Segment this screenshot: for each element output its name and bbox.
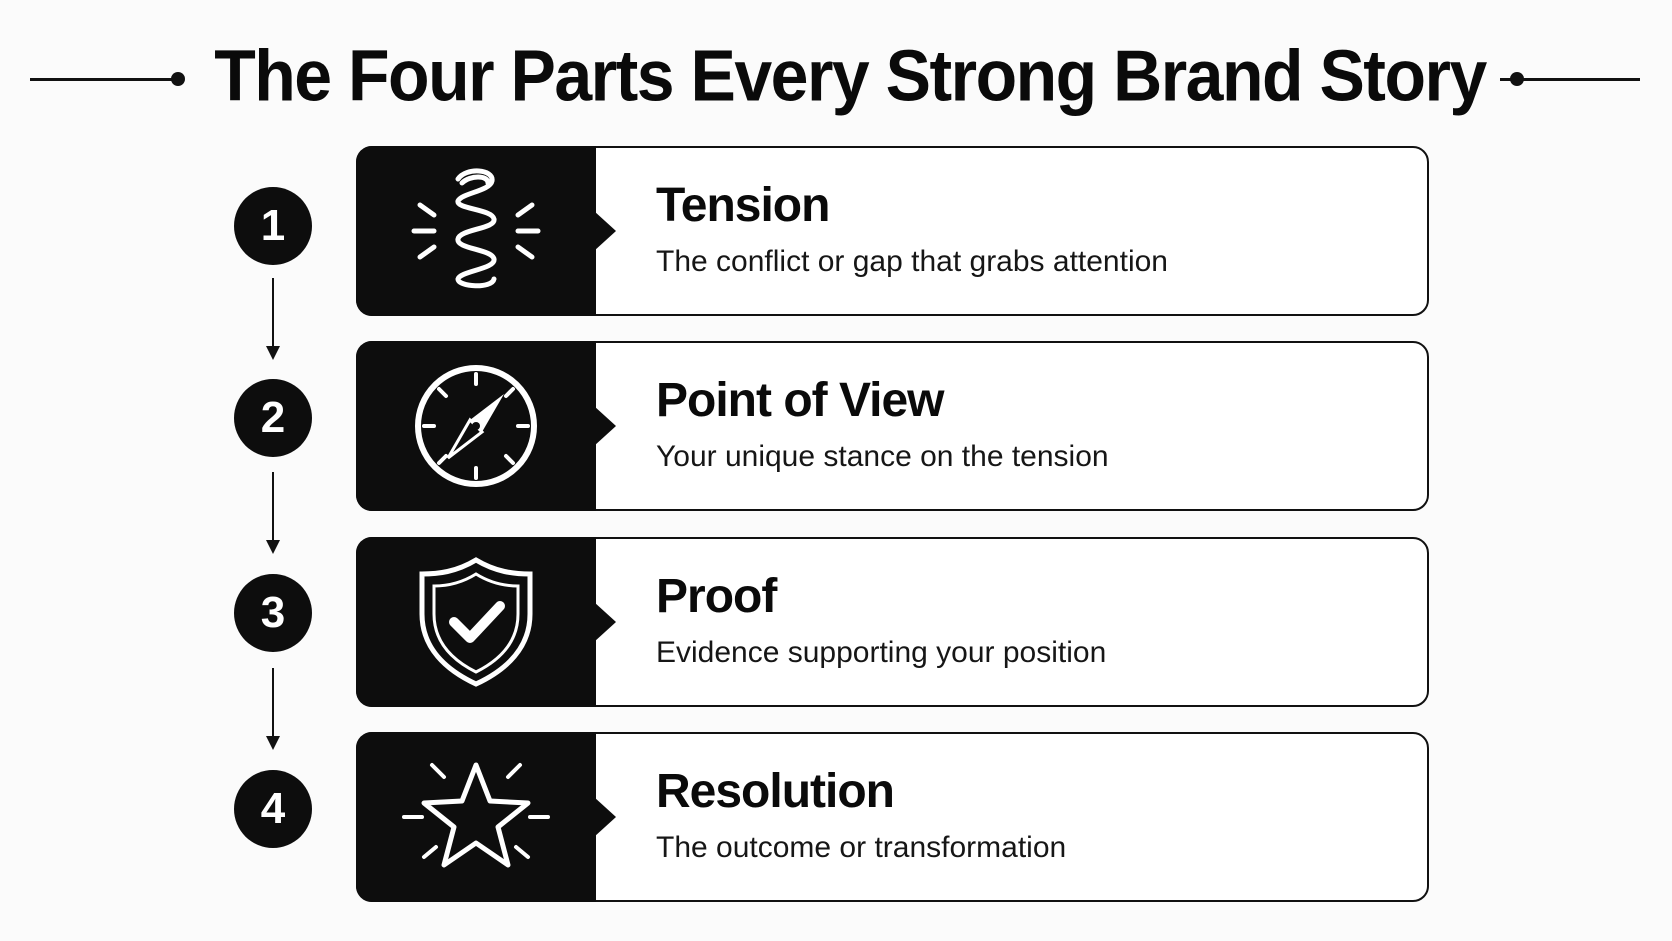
panel-pointer xyxy=(594,602,616,642)
step-card-point-of-view: Point of View Your unique stance on the … xyxy=(356,341,1429,511)
step-card-proof: Proof Evidence supporting your position xyxy=(356,537,1429,707)
step-title: Point of View xyxy=(656,374,944,427)
title-rule-left xyxy=(30,78,174,81)
step-description: Evidence supporting your position xyxy=(656,636,1107,669)
shield-check-icon xyxy=(419,557,533,687)
step-3-arrow-icon xyxy=(266,668,280,750)
panel-pointer xyxy=(594,211,616,251)
compass-icon xyxy=(415,365,537,487)
star-burst-icon xyxy=(402,762,550,868)
step-1-badge: 1 xyxy=(234,187,312,265)
step-2-arrow-icon xyxy=(266,472,280,554)
title-rule-right xyxy=(1500,78,1640,81)
step-card-tension: Tension The conflict or gap that grabs a… xyxy=(356,146,1429,316)
step-3-badge: 3 xyxy=(234,574,312,652)
icon-panel xyxy=(356,341,596,511)
step-description: The outcome or transformation xyxy=(656,831,1067,864)
step-1-arrow-icon xyxy=(266,278,280,360)
step-card-resolution: Resolution The outcome or transformation xyxy=(356,732,1429,902)
icon-panel xyxy=(356,732,596,902)
step-title: Resolution xyxy=(656,765,895,818)
step-title: Proof xyxy=(656,570,777,623)
panel-pointer xyxy=(594,797,616,837)
panel-pointer xyxy=(594,406,616,446)
step-description: The conflict or gap that grabs attention xyxy=(656,245,1168,278)
step-title: Tension xyxy=(656,179,830,232)
spring-icon xyxy=(411,168,541,289)
icon-panel xyxy=(356,537,596,707)
step-2-badge: 2 xyxy=(234,379,312,457)
title-dot-left xyxy=(171,72,185,86)
step-description: Your unique stance on the tension xyxy=(656,440,1109,473)
icon-panel xyxy=(356,146,596,316)
title-row: The Four Parts Every Strong Brand Story … xyxy=(0,30,1672,213)
step-4-badge: 4 xyxy=(234,770,312,848)
